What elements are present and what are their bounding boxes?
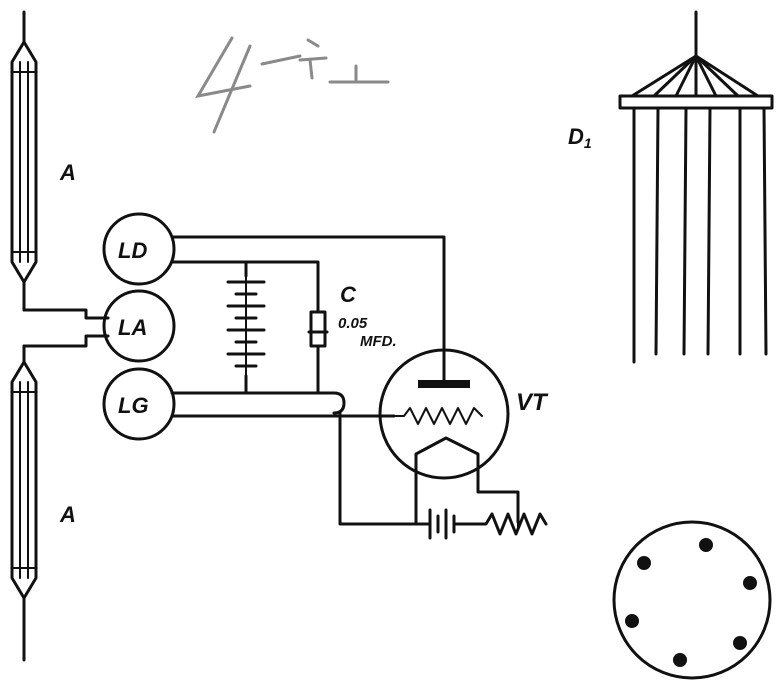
antenna-top	[10, 10, 38, 312]
coil-lg	[102, 367, 176, 441]
capacitor	[307, 310, 329, 348]
circuit-wiring	[170, 235, 520, 526]
rod-cage-detail	[618, 10, 774, 364]
rheostat	[476, 512, 548, 536]
antenna-bottom-label: A	[59, 502, 76, 527]
coil-la	[102, 289, 176, 363]
coil-ld-label: LD	[118, 238, 147, 263]
coil-ld	[102, 212, 176, 286]
vacuum-tube	[378, 348, 510, 480]
detail-d1-label: D1	[568, 124, 592, 151]
capacitor-value: 0.05	[338, 315, 368, 332]
handwritten-note	[195, 36, 390, 134]
antenna-top-label: A	[59, 160, 76, 185]
antenna-leads	[22, 308, 110, 348]
detail-d1-subscript: 1	[584, 135, 592, 151]
antenna-bottom	[10, 344, 38, 662]
capacitor-unit: MFD.	[360, 333, 397, 350]
filament-battery	[422, 508, 462, 540]
cage-cross-section	[612, 520, 772, 680]
plate-battery	[226, 275, 266, 377]
coil-lg-label: LG	[118, 393, 149, 418]
capacitor-label: C	[340, 282, 357, 307]
tube-label: VT	[516, 389, 549, 416]
coil-la-label: LA	[118, 315, 147, 340]
